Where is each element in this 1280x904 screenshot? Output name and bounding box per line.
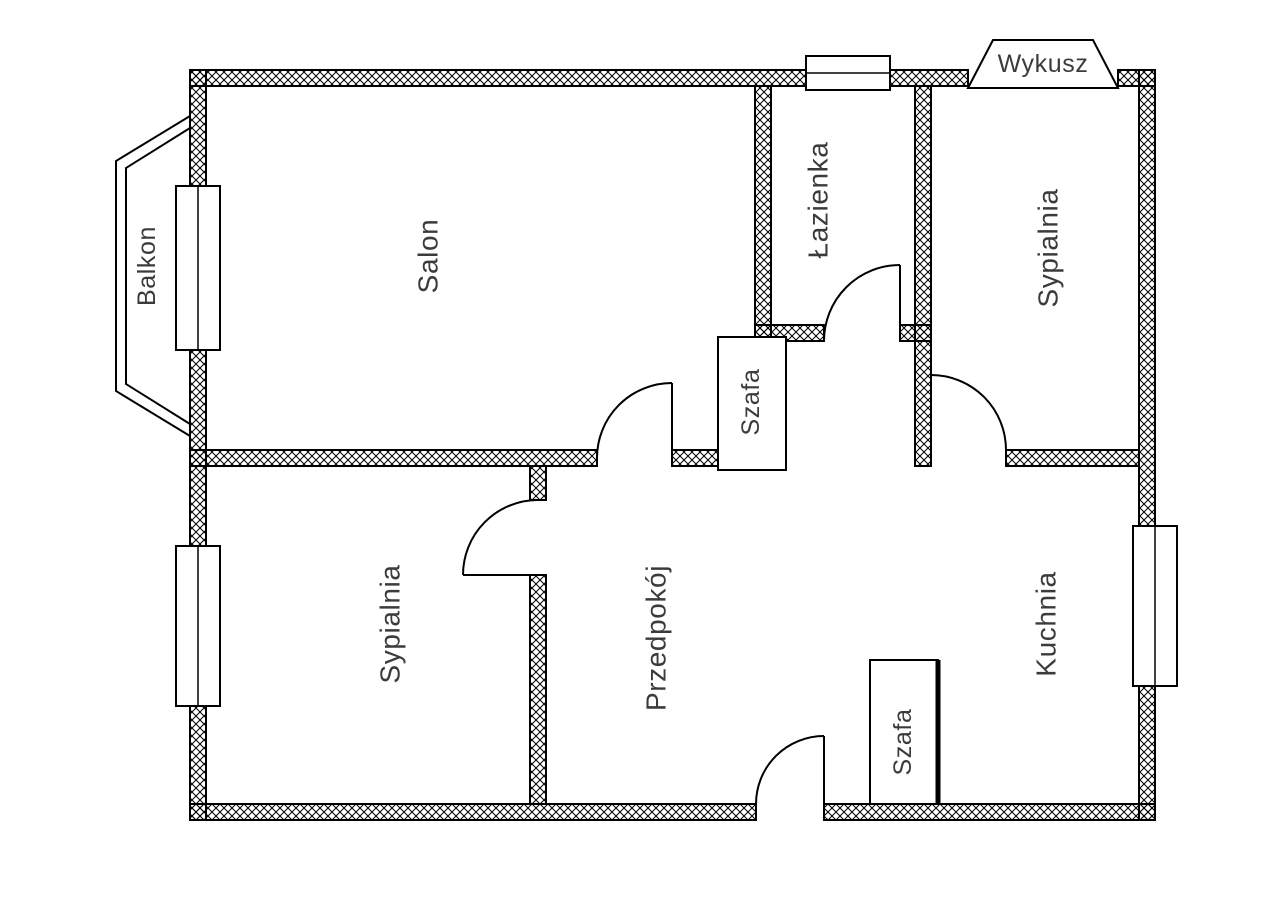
window-left-bedroom xyxy=(175,545,221,707)
door-swing-arc xyxy=(823,264,901,342)
wall-bedroom-hall-upper xyxy=(529,465,547,501)
wall-salon-bedroom xyxy=(189,449,598,467)
wardrobe-kitchen-box xyxy=(869,659,941,805)
room-label-przedpokoj: Przedpokój xyxy=(641,565,672,711)
door-swing-arc xyxy=(755,735,825,805)
wall-salon-bathroom xyxy=(754,85,772,342)
room-label-szafa-hall: Szafa xyxy=(737,369,765,436)
window-top-bathroom xyxy=(805,55,891,91)
door-salon xyxy=(596,382,673,459)
door-entrance xyxy=(755,735,825,805)
room-label-szafa-kitchen: Szafa xyxy=(889,709,917,776)
balcony-outer-line xyxy=(115,115,191,437)
door-swing-arc xyxy=(596,382,673,459)
room-label-lazienka: Łazienka xyxy=(803,142,834,259)
wall-top-left xyxy=(189,69,807,87)
door-bedroom-upper xyxy=(930,374,1007,451)
window-left-balcony xyxy=(175,185,221,351)
door-swing-arc xyxy=(930,374,1007,451)
wall-right-lower xyxy=(1138,685,1156,821)
door-bathroom xyxy=(823,264,901,342)
room-label-sypialnia-bottom: Sypialnia xyxy=(375,564,406,683)
balcony-outline xyxy=(115,115,191,437)
exterior-walls xyxy=(189,69,1156,821)
wardrobe-hall-box xyxy=(717,336,787,471)
interior-walls xyxy=(189,85,1140,805)
bay-window-shape xyxy=(966,39,1120,89)
wall-top-middle xyxy=(889,69,969,87)
wall-left-lower xyxy=(189,705,207,821)
window-right-kitchen xyxy=(1132,525,1178,687)
wall-bedroom-hall-lower xyxy=(529,574,547,805)
room-label-kuchnia: Kuchnia xyxy=(1031,571,1062,676)
wall-left-upper xyxy=(189,69,207,187)
room-label-sypialnia-top: Sypialnia xyxy=(1033,188,1064,307)
balcony-inner-line xyxy=(125,127,191,425)
wall-salon-hall-stub xyxy=(671,449,719,467)
room-label-salon: Salon xyxy=(413,219,444,294)
wall-bottom-left xyxy=(189,803,757,821)
room-label-balkon: Balkon xyxy=(133,226,161,306)
wall-bathroom-bedroom xyxy=(914,85,932,467)
room-label-wykusz: Wykusz xyxy=(998,50,1089,78)
door-bedroom-lower xyxy=(462,499,539,576)
door-swing-arc xyxy=(462,499,539,576)
wall-left-middle xyxy=(189,349,207,547)
wall-bottom-right xyxy=(823,803,1156,821)
wall-bedroom-kitchen xyxy=(1005,449,1140,467)
wall-right-upper xyxy=(1138,69,1156,527)
wardrobe-box xyxy=(869,659,939,805)
